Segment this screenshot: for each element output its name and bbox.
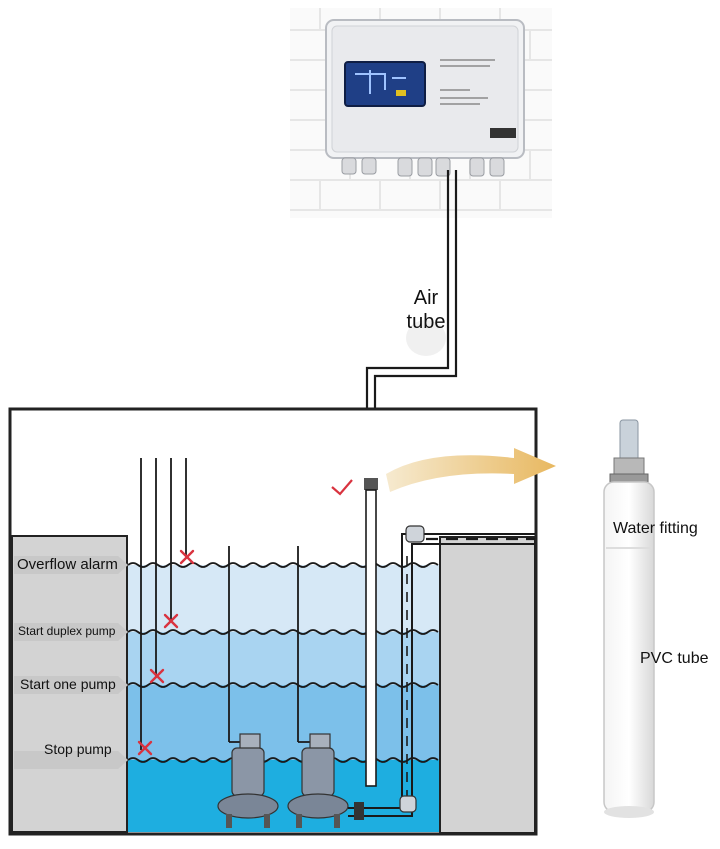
water-body [128,565,439,832]
water-level-lines [127,562,439,763]
air-tube-label-line1: Air [413,287,439,309]
cross-mark-icon [137,549,195,756]
brand-badge [490,128,516,138]
check-mark-icon [331,479,353,496]
water-fitting-label: Water fitting [613,520,698,537]
level-electrodes [140,458,187,750]
start-duplex-pump-label: Start duplex pump [18,624,116,638]
air-tube-label: Air tube [404,286,448,334]
level-arrows [14,556,128,769]
discharge-pipe [348,533,535,817]
overflow-alarm-label: Overflow alarm [17,556,118,573]
pvc-tube-assembly [603,419,655,818]
submersible-pump-2 [287,733,349,828]
stop-pump-label: Stop pump [44,741,112,757]
air-tube-sleeve [364,478,378,787]
control-panel-box [325,19,525,177]
flow-arrow-icon [386,448,556,492]
pvc-tube-label: PVC tube [640,650,709,667]
right-wall [439,536,536,834]
air-tube-label-line2: tube [406,311,446,333]
submersible-pump-1 [217,733,279,828]
start-one-pump-label: Start one pump [20,676,116,692]
